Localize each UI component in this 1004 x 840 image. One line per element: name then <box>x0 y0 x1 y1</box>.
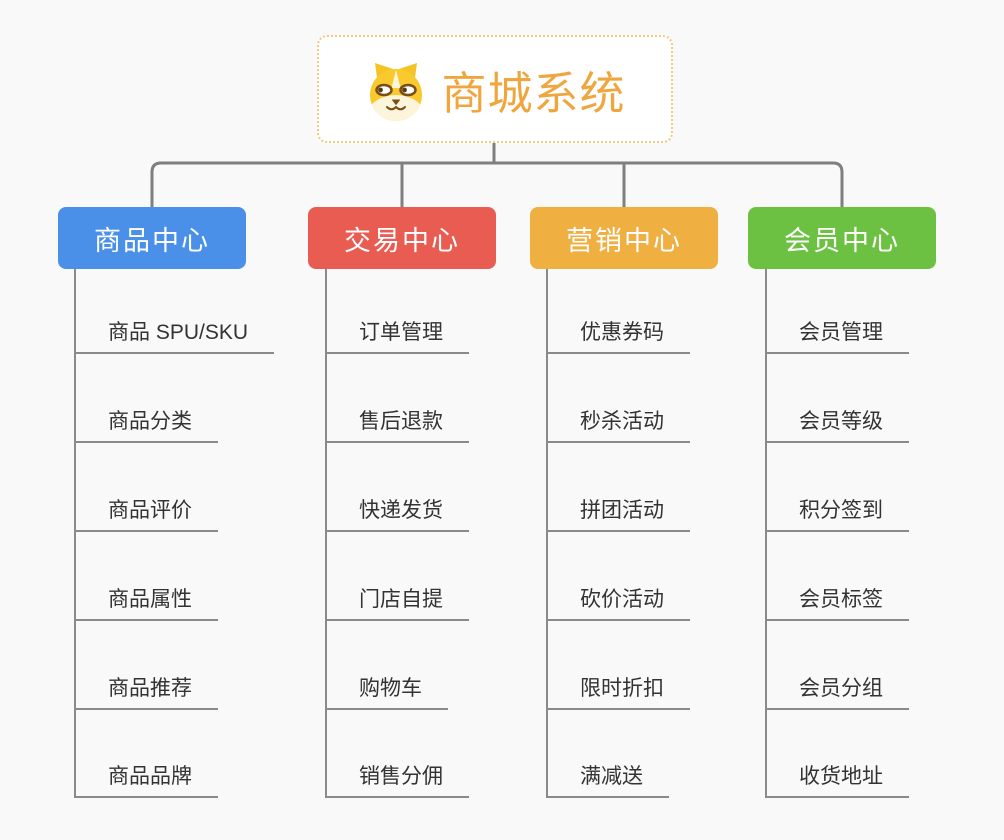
branch-topic-label: 营销中心 <box>566 225 682 256</box>
leaf-topic[interactable]: 售后退款 <box>325 401 469 443</box>
branch-topic-member-center[interactable]: 会员中心 <box>748 207 936 269</box>
leaf-topic[interactable]: 拼团活动 <box>546 490 690 532</box>
branch-topic-trade-center[interactable]: 交易中心 <box>308 207 496 269</box>
leaf-topic[interactable]: 砍价活动 <box>546 579 690 621</box>
leaf-topic[interactable]: 门店自提 <box>325 579 469 621</box>
branch-topic-label: 交易中心 <box>344 225 460 256</box>
leaf-topic[interactable]: 会员管理 <box>765 312 909 354</box>
leaf-topic[interactable]: 积分签到 <box>765 490 909 532</box>
root-topic-label: 商城系统 <box>441 67 626 119</box>
leaf-topic[interactable]: 订单管理 <box>325 312 469 354</box>
branch-topic-label: 会员中心 <box>784 225 900 256</box>
leaf-topic[interactable]: 商品 SPU/SKU <box>74 312 275 354</box>
leaf-topic[interactable]: 满减送 <box>546 756 669 798</box>
leaf-topic[interactable]: 商品品牌 <box>74 756 218 798</box>
leaf-topic[interactable]: 会员标签 <box>765 579 909 621</box>
leaf-topic[interactable]: 优惠券码 <box>546 312 690 354</box>
root-topic[interactable]: 商城系统 <box>317 35 673 143</box>
leaf-topic[interactable]: 收货地址 <box>765 756 909 798</box>
leaf-topic[interactable]: 会员等级 <box>765 401 909 443</box>
leaf-topic[interactable]: 商品属性 <box>74 579 218 621</box>
leaf-topic[interactable]: 购物车 <box>325 668 448 710</box>
leaf-topic[interactable]: 限时折扣 <box>546 668 690 710</box>
leaf-topic[interactable]: 销售分佣 <box>325 756 469 798</box>
leaf-topic[interactable]: 秒杀活动 <box>546 401 690 443</box>
leaf-topic[interactable]: 会员分组 <box>765 668 909 710</box>
leaf-topic[interactable]: 快递发货 <box>325 490 469 532</box>
leaf-topic[interactable]: 商品分类 <box>74 401 218 443</box>
leaf-topic[interactable]: 商品评价 <box>74 490 218 532</box>
branch-topic-product-center[interactable]: 商品中心 <box>58 207 246 269</box>
leaf-topic[interactable]: 商品推荐 <box>74 668 218 710</box>
branch-topic-marketing-center[interactable]: 营销中心 <box>530 207 718 269</box>
dog-icon <box>370 63 423 121</box>
branch-topic-label: 商品中心 <box>94 225 210 256</box>
